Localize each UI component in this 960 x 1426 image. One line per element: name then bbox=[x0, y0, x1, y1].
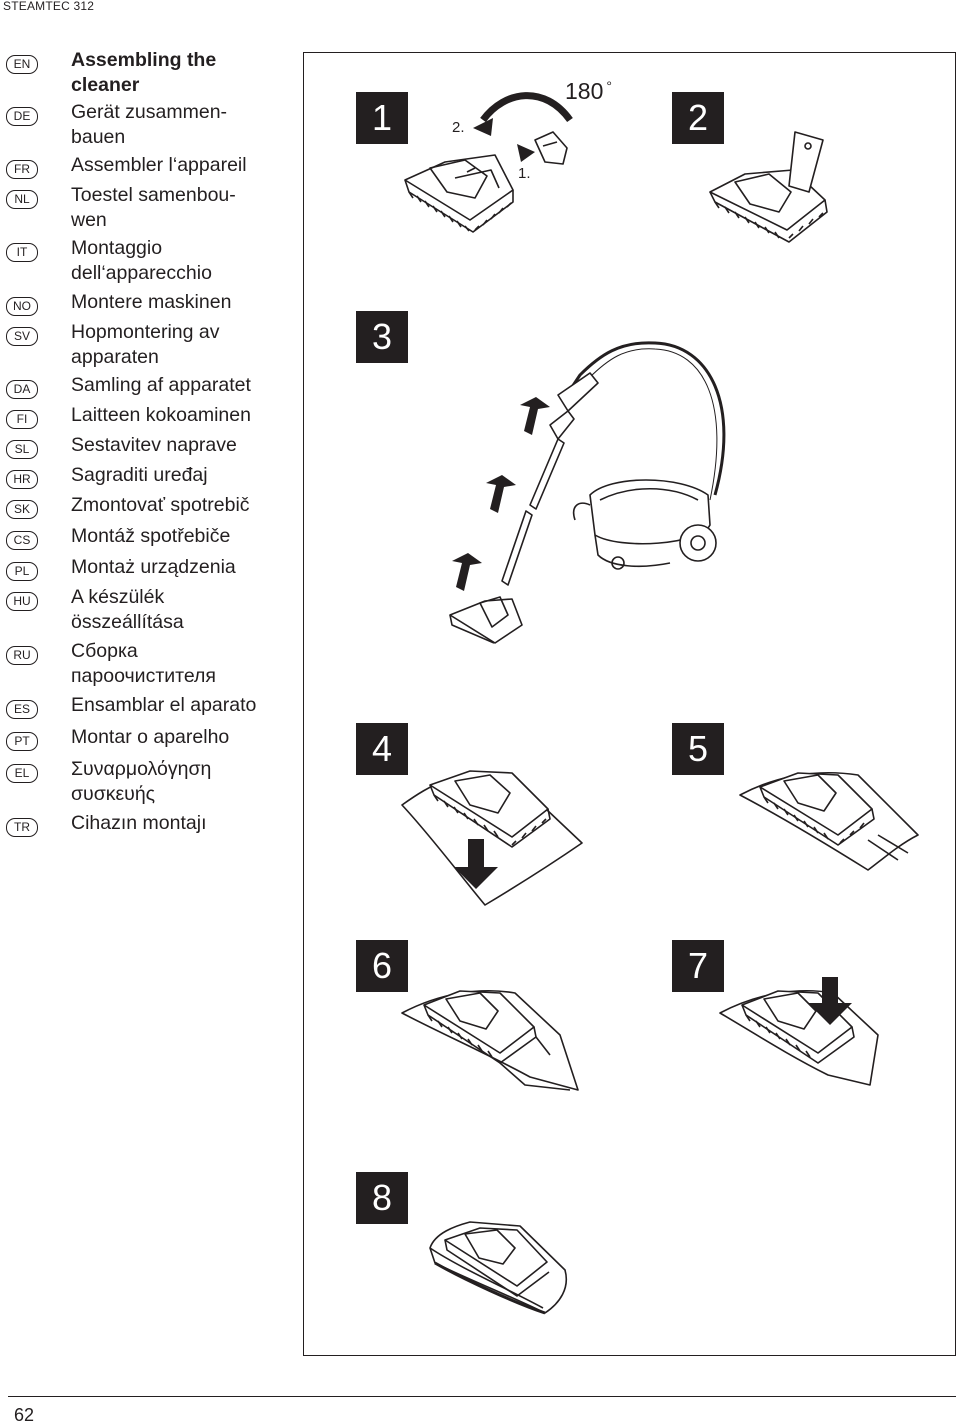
step7-cloth-press-icon bbox=[719, 977, 879, 1086]
step8-wrapped-brush-icon bbox=[429, 1221, 567, 1315]
lang-title: Montere maskinen bbox=[71, 291, 232, 313]
lang-badge: NO bbox=[6, 297, 38, 316]
lang-title: Ensamblar el aparato bbox=[71, 694, 257, 716]
lang-badge: FI bbox=[6, 410, 38, 429]
lang-title: Assembling the cleaner bbox=[71, 49, 217, 96]
lang-badge: SK bbox=[6, 500, 38, 519]
lang-title: Συναρμολόγηση συσκευής bbox=[71, 758, 212, 805]
step-number-3: 3 bbox=[356, 311, 408, 363]
lang-badge: EL bbox=[6, 764, 38, 783]
step-number-4: 4 bbox=[356, 723, 408, 775]
lang-badge: SL bbox=[6, 440, 38, 459]
lang-badge: TR bbox=[6, 818, 38, 837]
step5-cloth-folded-icon bbox=[739, 771, 919, 871]
rotation-degree-label: 180° bbox=[565, 78, 612, 104]
lang-title: Sagraditi uređaj bbox=[71, 464, 208, 486]
lang-badge: RU bbox=[6, 646, 38, 665]
lang-badge: HR bbox=[6, 470, 38, 489]
step1-brush-rotate-icon bbox=[404, 92, 573, 233]
step2-brush-adapter-icon bbox=[709, 131, 828, 243]
step3-cleaner-assembly-icon bbox=[449, 341, 726, 644]
step-number-7: 7 bbox=[672, 940, 724, 992]
lang-badge: CS bbox=[6, 531, 38, 550]
lang-badge: DA bbox=[6, 380, 38, 399]
lang-badge: EN bbox=[6, 55, 38, 74]
lang-badge: HU bbox=[6, 592, 38, 611]
lang-title: Montar o aparelho bbox=[71, 726, 230, 748]
lang-title: Zmontovať spotrebič bbox=[71, 494, 250, 516]
page-number: 62 bbox=[14, 1405, 35, 1425]
step-number-5: 5 bbox=[672, 723, 724, 775]
lang-title: Assembler l‘appareil bbox=[71, 154, 247, 176]
lang-title: Sestavitev naprave bbox=[71, 434, 237, 456]
document-header: STEAMTEC 312 bbox=[3, 0, 95, 13]
lang-title: Montaż urządzenia bbox=[71, 556, 236, 578]
lang-title: Cihazın montajı bbox=[71, 812, 207, 834]
lang-title: Montáž spotřebiče bbox=[71, 525, 231, 547]
lang-badge: FR bbox=[6, 160, 38, 179]
lang-badge: PL bbox=[6, 562, 38, 581]
lang-title: Montaggio dell‘apparecchio bbox=[71, 237, 212, 284]
lang-title: Сборка пароочистителя bbox=[71, 640, 216, 687]
step4-brush-on-cloth-icon bbox=[401, 770, 583, 906]
lang-badge: PT bbox=[6, 732, 38, 751]
lang-title: Laitteen kokoaminen bbox=[71, 404, 251, 426]
step1-label-second: 2. bbox=[452, 119, 465, 136]
lang-title: Toestel samenbou-wen bbox=[71, 184, 236, 231]
lang-title: Samling af apparatet bbox=[71, 374, 251, 396]
step-number-8: 8 bbox=[356, 1172, 408, 1224]
step-number-2: 2 bbox=[672, 92, 724, 144]
step1-label-first: 1. bbox=[518, 165, 531, 182]
lang-title: Gerät zusammen-bauen bbox=[71, 101, 228, 148]
step6-cloth-wrap-icon bbox=[401, 990, 579, 1091]
lang-badge: ES bbox=[6, 700, 38, 719]
lang-title: A készülék összeállítása bbox=[71, 586, 184, 633]
illustration-frame bbox=[303, 52, 956, 1356]
lang-badge: DE bbox=[6, 107, 38, 126]
language-list: EN Assembling the cleaner DE Gerät zusam… bbox=[0, 0, 300, 880]
step-number-6: 6 bbox=[356, 940, 408, 992]
lang-badge: SV bbox=[6, 327, 38, 346]
footer-rule bbox=[8, 1396, 956, 1397]
lang-title: Hopmontering av apparaten bbox=[71, 321, 220, 368]
step-number-1: 1 bbox=[356, 92, 408, 144]
lang-badge: IT bbox=[6, 243, 38, 262]
lang-badge: NL bbox=[6, 190, 38, 209]
